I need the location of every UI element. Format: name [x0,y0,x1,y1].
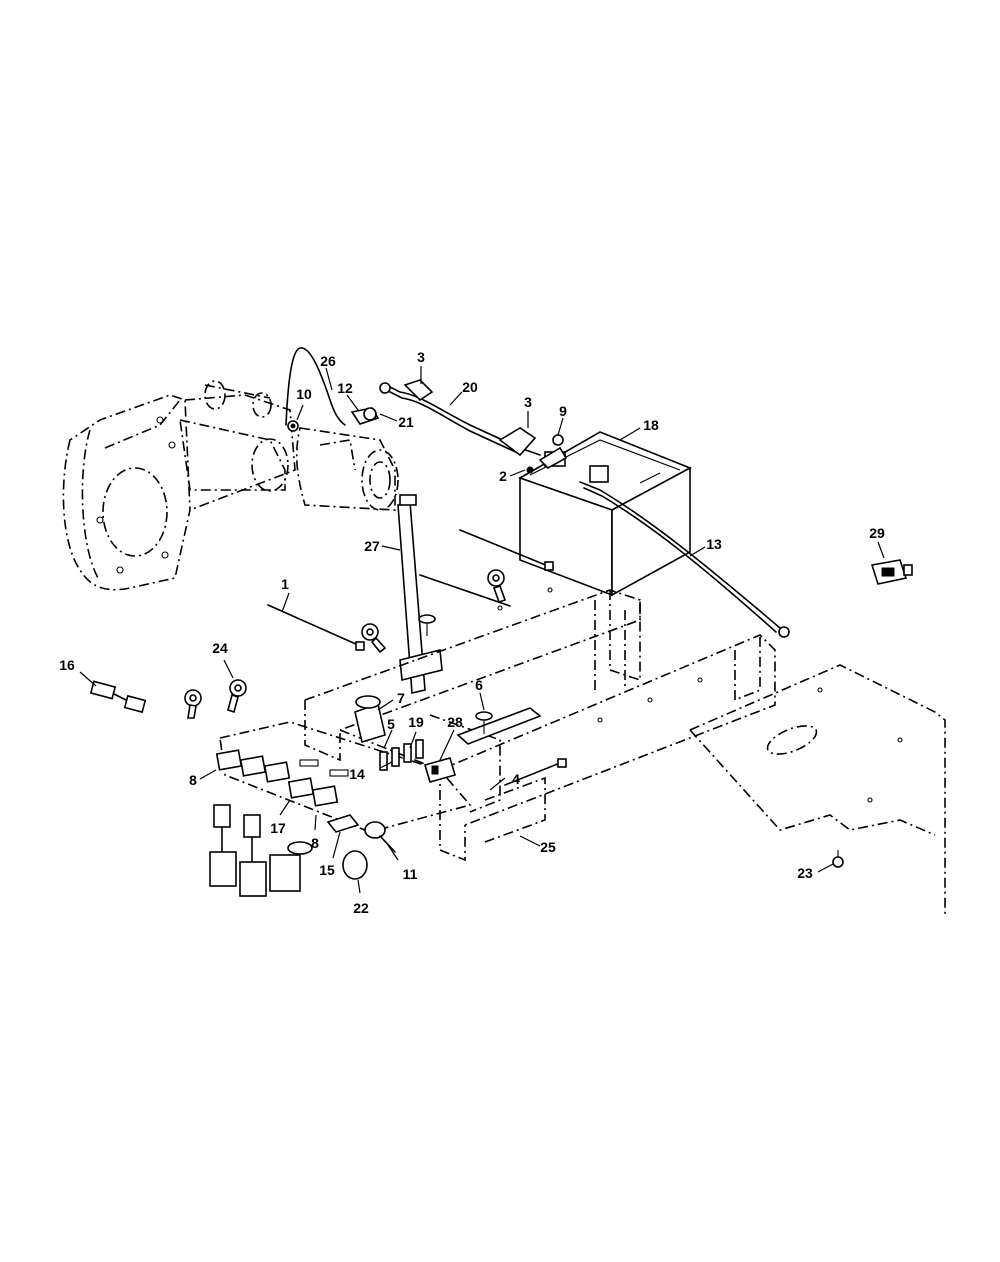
nut-10 [287,420,299,432]
wire-26 [285,347,346,426]
callout-1: 1 [281,576,289,592]
callout-17: 17 [270,820,286,836]
callout-24: 24 [212,640,228,656]
harness-16 [89,680,147,714]
bolt-frame [418,614,436,636]
callout-25: 25 [540,839,556,855]
callout-16: 16 [59,657,75,673]
callout-19: 19 [408,714,424,730]
tray-25 [484,776,546,843]
leader-lines [79,366,885,894]
frame [304,587,776,862]
callout-13: 13 [706,536,722,552]
callout-4: 4 [512,771,520,787]
callout-28: 28 [447,714,463,730]
starter-motor [179,380,399,511]
cable-tie-1 [267,529,567,786]
callout-15: 15 [319,862,335,878]
deck-plate [689,664,946,915]
clamp-24 [184,569,507,719]
callout-21: 21 [398,414,414,430]
callout-9: 9 [559,403,567,419]
sensor-11-15-22 [326,814,396,880]
callout-22: 22 [353,900,369,916]
callout-23: 23 [797,865,813,881]
callout-11: 11 [403,866,418,882]
strap-27 [397,494,443,694]
callout-6: 6 [475,677,483,693]
callout-18: 18 [643,417,659,433]
cable-20 [379,379,541,457]
boot-12-21 [350,407,380,425]
callout-7: 7 [397,690,405,706]
callout-8a: 8 [189,772,197,788]
callout-8b: 8 [311,835,319,851]
callout-14: 14 [349,766,365,782]
callout-29: 29 [869,525,885,541]
connector-28 [424,757,456,783]
callout-3b: 3 [524,394,532,410]
callout-2: 2 [499,468,507,484]
switch-29 [870,559,913,585]
terminal-2-9 [526,434,568,474]
electrical-panel [215,721,472,833]
callout-27: 27 [364,538,380,554]
callout-3a: 3 [417,349,425,365]
callout-10: 10 [296,386,312,402]
bolt-23 [832,850,844,868]
plate-6 [456,707,542,745]
callout-26: 26 [320,353,336,369]
callout-20: 20 [462,379,478,395]
relays-17 [209,804,313,897]
callout-labels: 1 2 3 3 4 5 6 7 8 8 9 10 11 12 13 14 15 … [59,349,885,916]
fuses-5-14-19 [379,739,424,771]
callout-5: 5 [387,716,395,732]
callout-12: 12 [337,380,353,396]
switch-7 [354,695,386,744]
engine-housing [62,394,296,591]
cable-13 [579,481,790,638]
